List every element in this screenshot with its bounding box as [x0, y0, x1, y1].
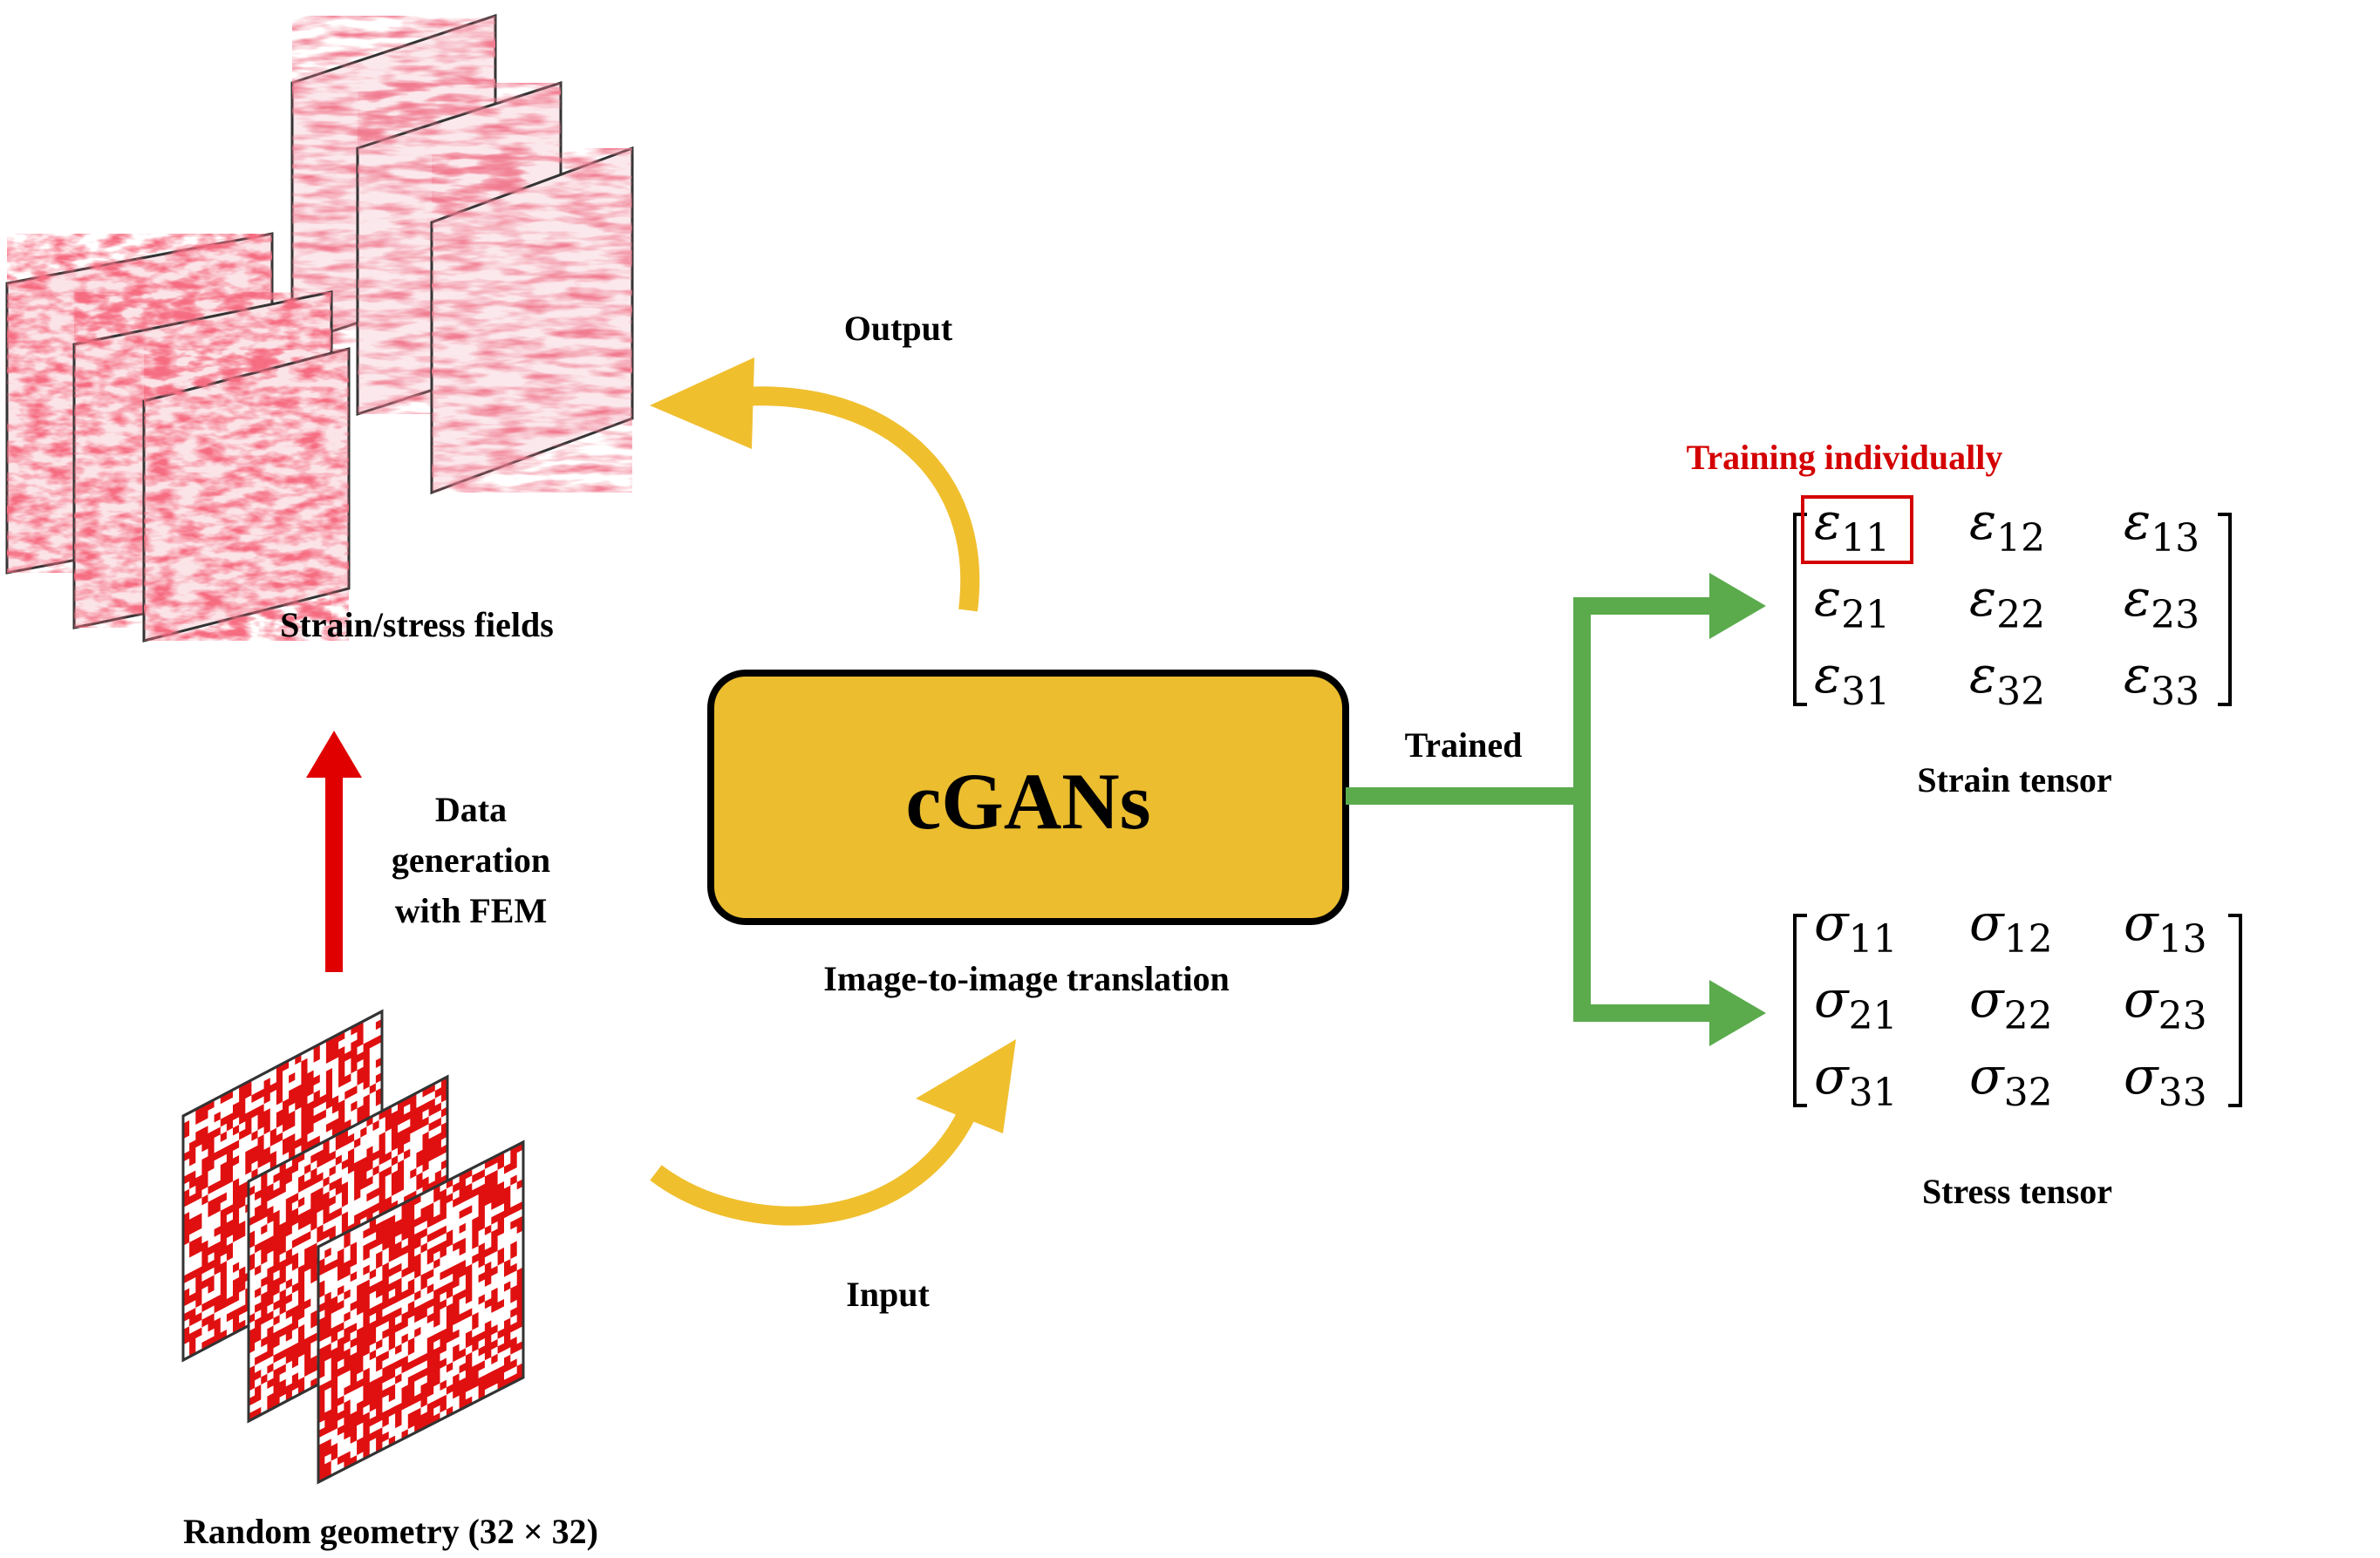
random-geometry-label: Random geometry (32 × 32) — [183, 1512, 598, 1551]
data-generation-label-line2: generation — [392, 840, 550, 880]
fem-arrow — [306, 731, 362, 972]
trained-label: Trained — [1405, 725, 1523, 765]
strain-component-12: ε12 — [1969, 492, 2045, 561]
strain-component-23: ε23 — [2124, 568, 2199, 637]
cgans-label: cGANs — [905, 757, 1150, 846]
strain-tensor-label: Strain tensor — [1917, 760, 2111, 799]
stress-component-12: σ12 — [1969, 893, 2053, 962]
strain-tensor: ε11 ε12 ε13 ε21 ε22 ε23 ε31 ε32 ε33 — [1793, 492, 2232, 714]
image-to-image-label: Image-to-image translation — [823, 959, 1229, 998]
strain-stress-field-stack — [5, 13, 634, 643]
stress-component-32: σ32 — [1969, 1046, 2053, 1115]
strain-component-31: ε31 — [1814, 645, 1890, 714]
stress-component-11: σ11 — [1814, 893, 1898, 962]
strain-component-33: ε33 — [2124, 645, 2199, 714]
strain-right-bracket — [2218, 513, 2232, 706]
output-label: Output — [844, 309, 953, 348]
stress-component-31: σ31 — [1814, 1046, 1898, 1115]
random-geometry-stack — [181, 1009, 525, 1485]
stress-component-13: σ13 — [2124, 893, 2207, 962]
strain-stress-fields-label: Strain/stress fields — [280, 605, 554, 644]
input-label: Input — [846, 1275, 930, 1314]
strain-component-22: ε22 — [1969, 568, 2045, 637]
data-generation-label-line1: Data — [435, 790, 507, 829]
strain-component-21: ε21 — [1814, 568, 1890, 637]
stress-component-22: σ22 — [1969, 969, 2053, 1038]
data-generation-label-line3: with FEM — [395, 891, 547, 930]
stress-component-33: σ33 — [2124, 1046, 2207, 1115]
strain-field-layer-3 — [142, 347, 351, 643]
strain-component-13: ε13 — [2124, 492, 2199, 561]
output-curved-arrow — [650, 357, 980, 612]
stress-tensor-label: Stress tensor — [1922, 1172, 2112, 1211]
stress-component-23: σ23 — [2124, 969, 2207, 1038]
training-individually-label: Training individually — [1687, 438, 2003, 477]
strain-component-11: ε11 — [1814, 492, 1890, 561]
geometry-layer-3 — [317, 1140, 525, 1485]
strain-component-32: ε32 — [1969, 645, 2045, 714]
stress-tensor: σ11 σ12 σ13 σ21 σ22 σ23 σ31 σ32 σ33 — [1793, 893, 2242, 1115]
input-curved-arrow — [650, 1039, 1016, 1226]
stress-component-21: σ21 — [1814, 969, 1898, 1038]
stress-right-bracket — [2228, 914, 2242, 1107]
stress-field-layer-3 — [430, 146, 634, 495]
trained-arrow — [1346, 573, 1766, 1046]
training-individually-highlight — [1801, 495, 1913, 564]
stress-left-bracket — [1793, 914, 1807, 1107]
